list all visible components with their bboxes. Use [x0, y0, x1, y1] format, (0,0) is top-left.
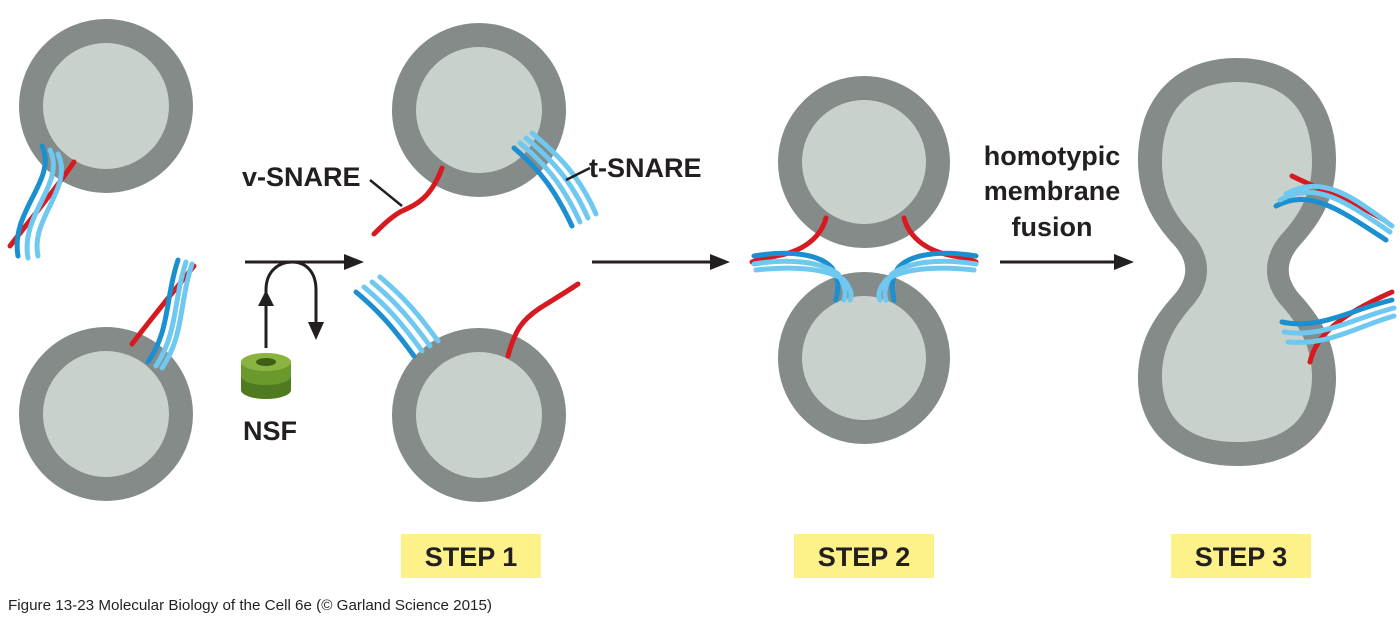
arrow-docking-head [710, 254, 730, 270]
snare-proteins [7, 130, 1397, 371]
step-3-label: STEP 3 [1195, 542, 1288, 572]
nsf-cycle-arrow-down-head [308, 322, 324, 340]
nsf-cycle-arrow [264, 260, 318, 326]
v-snare-step1-bottom [505, 281, 581, 359]
step-2-box [794, 534, 934, 578]
snare-complex-step2-left [749, 215, 854, 303]
fusion-label-line2: membrane [984, 176, 1121, 206]
vesicle-left-top [19, 19, 193, 193]
snare-complex-left-top [7, 143, 77, 261]
v-snare-leader [369, 179, 403, 207]
vesicles [19, 19, 1336, 502]
vesicle-step2-bottom [778, 272, 950, 444]
step-1-box [401, 534, 541, 578]
nsf-icon [241, 353, 291, 399]
vesicle-step2-top [778, 76, 950, 248]
step-3-box [1171, 534, 1311, 578]
arrow-disassembly-head [344, 254, 364, 270]
fusion-label-line3: fusion [1012, 212, 1093, 242]
snare-complex-step3-top [1273, 173, 1395, 243]
v-snare-step1-top [371, 165, 445, 237]
nsf-label: NSF [243, 416, 297, 446]
step-badges [401, 534, 1311, 578]
t-snare-step1-top [511, 130, 599, 229]
step-2-label: STEP 2 [818, 542, 911, 572]
vesicle-left-bottom [19, 327, 193, 501]
snare-complex-step3-bottom [1279, 289, 1397, 365]
t-snare-label: t-SNARE [589, 153, 702, 183]
step-1-label: STEP 1 [425, 542, 518, 572]
snare-complex-left-bottom [129, 257, 197, 371]
vesicle-step3-lumen [1162, 82, 1312, 442]
figure-caption: Figure 13-23 Molecular Biology of the Ce… [8, 597, 492, 614]
arrows [245, 166, 1134, 348]
v-snare-label: v-SNARE [242, 162, 361, 192]
snare-complex-step2-right [876, 215, 979, 303]
t-snare-step1-bottom [353, 274, 441, 359]
fusion-label-line1: homotypic [984, 141, 1121, 171]
nsf-cycle-arrow-up-head [258, 290, 274, 306]
vesicle-step1-bottom [392, 328, 566, 502]
t-snare-leader [565, 166, 591, 182]
arrow-fusion-head [1114, 254, 1134, 270]
